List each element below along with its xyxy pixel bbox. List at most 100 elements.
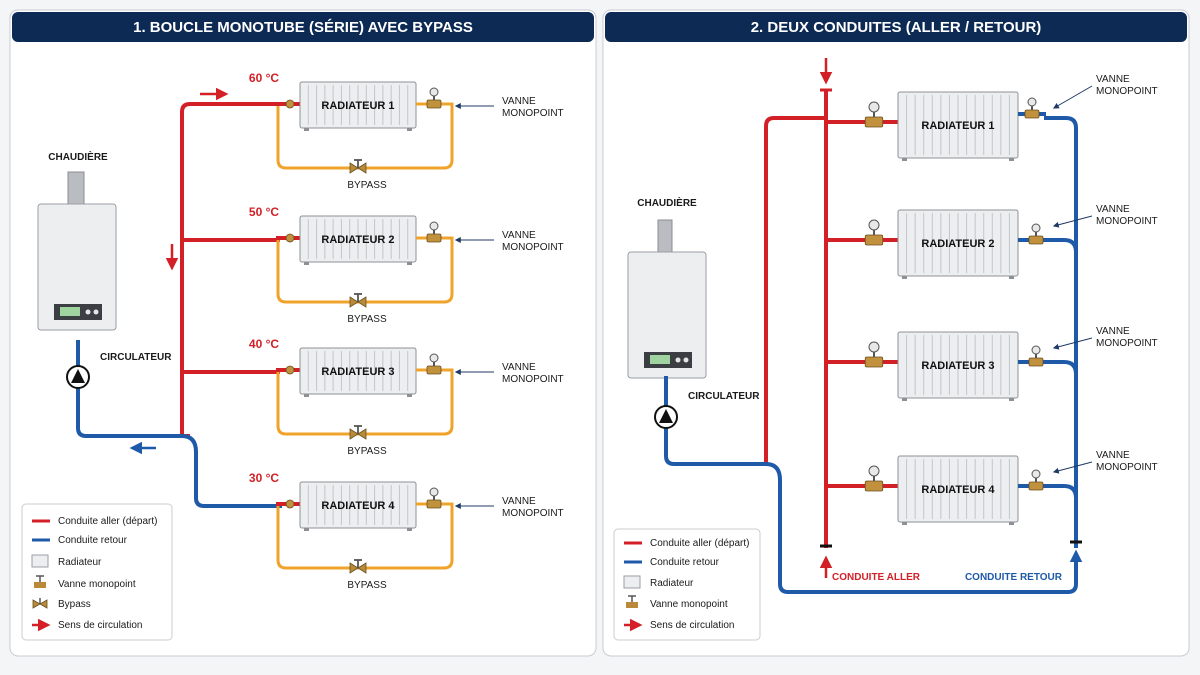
supply-main-label: CONDUITE ALLER: [832, 572, 921, 583]
boiler-icon: [37, 171, 117, 331]
legend-valve: Vanne monopoint: [650, 599, 728, 610]
legend-2: Conduite aller (départ) Conduite retour …: [613, 528, 761, 641]
valve-icon[interactable]: [864, 101, 884, 128]
valve-label: VANNE: [1096, 450, 1130, 461]
bypass-pipe: [276, 368, 454, 436]
bypass-valve-icon: [32, 598, 48, 609]
supply-pipe: [764, 116, 826, 464]
valve-label: MONOPOINT: [502, 242, 564, 253]
panel-1-title: 1. BOUCLE MONOTUBE (SÉRIE) AVEC BYPASS: [133, 19, 473, 36]
radiator-label: RADIATEUR 2: [321, 234, 394, 246]
pump-icon: [66, 365, 90, 389]
panel-2-title: 2. DEUX CONDUITES (ALLER / RETOUR): [751, 19, 1042, 36]
bypass-valve-icon[interactable]: [349, 159, 367, 174]
return-pipe: [181, 434, 282, 508]
valve-label: VANNE: [502, 362, 536, 373]
legend-return: Conduite retour: [58, 535, 128, 546]
valve-label: VANNE: [1096, 74, 1130, 85]
temperature-label: 30 °C: [249, 471, 279, 485]
temperature-label: 50 °C: [249, 205, 279, 219]
valve-icon[interactable]: [426, 221, 442, 243]
temperature-label: 40 °C: [249, 337, 279, 351]
radiator-icon: [897, 91, 1019, 161]
valve-icon[interactable]: [1024, 97, 1040, 119]
valve-icon[interactable]: [1028, 345, 1044, 367]
valve-label: MONOPOINT: [1096, 462, 1158, 473]
valve-icon: [626, 595, 638, 608]
valve-icon[interactable]: [1028, 223, 1044, 245]
legend-flow: Sens de circulation: [58, 620, 143, 631]
legend-valve: Vanne monopoint: [58, 579, 136, 590]
valve-icon: [34, 575, 46, 588]
bypass-pipe: [276, 236, 454, 304]
radiator-label: RADIATEUR 2: [921, 238, 994, 250]
bypass-label: BYPASS: [347, 314, 387, 325]
bypass-pipe: [276, 502, 454, 570]
radiator-label: RADIATEUR 3: [921, 360, 994, 372]
valve-label: MONOPOINT: [1096, 338, 1158, 349]
boiler-label: CHAUDIÈRE: [637, 196, 697, 209]
bypass-valve-icon[interactable]: [349, 293, 367, 308]
radiator-icon: [299, 481, 417, 531]
return-main-label: CONDUITE RETOUR: [965, 572, 1063, 583]
bypass-valve-icon[interactable]: [349, 559, 367, 574]
radiator-icon: [897, 331, 1019, 401]
supply-main-pipe: [180, 102, 284, 436]
valve-label: VANNE: [1096, 204, 1130, 215]
valve-icon[interactable]: [864, 465, 884, 492]
radiator-icon: [299, 215, 417, 265]
radiator-icon: [897, 455, 1019, 525]
legend-radiator: Radiateur: [58, 557, 102, 568]
bypass-label: BYPASS: [347, 580, 387, 591]
legend-1: Conduite aller (départ) Conduite retour …: [21, 503, 173, 641]
bypass-valve-icon[interactable]: [349, 425, 367, 440]
return-pipe: [664, 376, 766, 466]
bypass-pipe: [276, 102, 454, 170]
legend-flow: Sens de circulation: [650, 620, 735, 631]
pump-label: CIRCULATEUR: [100, 352, 172, 363]
valve-label: MONOPOINT: [502, 508, 564, 519]
pump-label: CIRCULATEUR: [688, 391, 760, 402]
legend-return: Conduite retour: [650, 557, 720, 568]
valve-icon[interactable]: [864, 341, 884, 368]
valve-icon[interactable]: [1028, 469, 1044, 491]
boiler-label: CHAUDIÈRE: [48, 150, 108, 163]
valve-label: VANNE: [502, 230, 536, 241]
legend-bypass: Bypass: [58, 599, 91, 610]
panel-1: 1. BOUCLE MONOTUBE (SÉRIE) AVEC BYPASS C…: [9, 9, 597, 657]
valve-label: MONOPOINT: [502, 374, 564, 385]
legend-radiator: Radiateur: [650, 578, 694, 589]
legend-supply: Conduite aller (départ): [650, 538, 750, 549]
valve-icon[interactable]: [426, 353, 442, 375]
valve-icon[interactable]: [864, 219, 884, 246]
valve-icon[interactable]: [426, 87, 442, 109]
bypass-label: BYPASS: [347, 180, 387, 191]
radiator-label: RADIATEUR 3: [321, 366, 394, 378]
valve-icon[interactable]: [426, 487, 442, 509]
valve-label: VANNE: [1096, 326, 1130, 337]
pump-icon: [654, 405, 678, 429]
radiator-icon: [623, 575, 641, 589]
valve-label: MONOPOINT: [1096, 86, 1158, 97]
valve-label: MONOPOINT: [1096, 216, 1158, 227]
radiator-label: RADIATEUR 4: [321, 500, 395, 512]
radiator-icon: [897, 209, 1019, 279]
legend-supply: Conduite aller (départ): [58, 516, 158, 527]
radiator-icon: [299, 347, 417, 397]
return-main-pipe: [1044, 116, 1078, 548]
panel-2-header: [605, 12, 1187, 42]
radiator-label: RADIATEUR 1: [321, 100, 394, 112]
valve-label: VANNE: [502, 496, 536, 507]
radiator-label: RADIATEUR 1: [921, 120, 994, 132]
valve-label: VANNE: [502, 96, 536, 107]
valve-label: MONOPOINT: [502, 108, 564, 119]
panel-2: 2. DEUX CONDUITES (ALLER / RETOUR) CHAUD…: [602, 9, 1190, 657]
